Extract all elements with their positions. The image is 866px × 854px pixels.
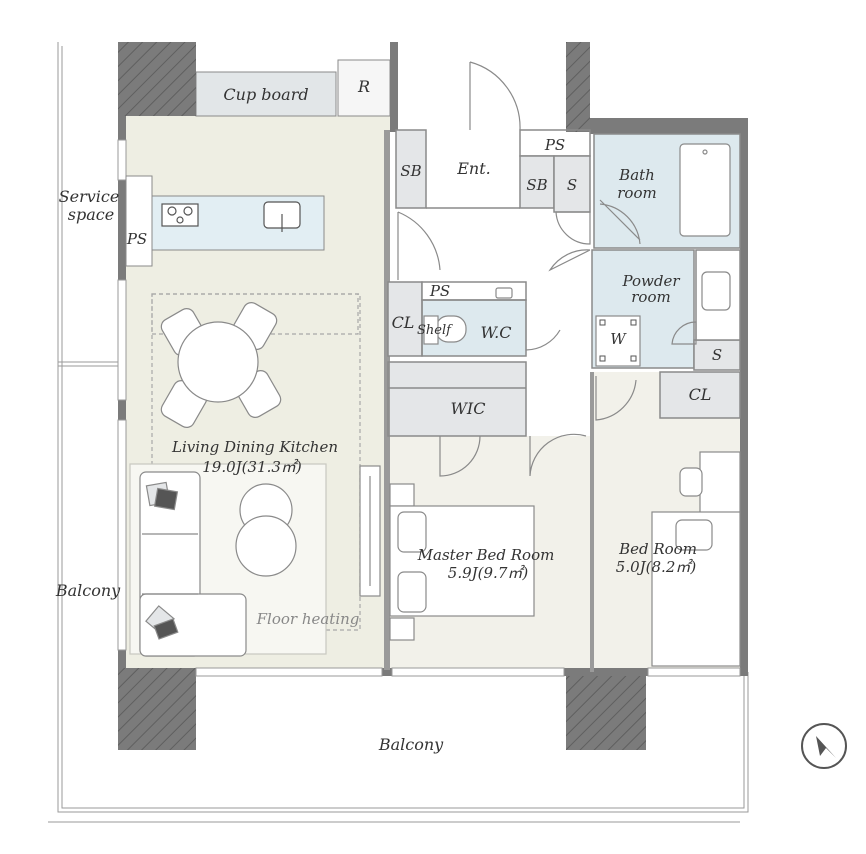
s-powder-label: S bbox=[712, 346, 722, 364]
windows bbox=[117, 139, 741, 677]
ldk-name-label: Living Dining Kitchen bbox=[171, 438, 338, 456]
w-machine-label: W bbox=[610, 330, 627, 348]
s-small-label: S bbox=[567, 176, 577, 194]
column-bottom-left bbox=[118, 668, 196, 750]
bed-size-label: 5.0J(8.2㎡) bbox=[616, 558, 697, 576]
cl-left-label: CL bbox=[392, 313, 415, 332]
labels: Cup board R PS SB Ent. SB S Bath room Se… bbox=[55, 77, 722, 754]
partitions bbox=[387, 129, 741, 437]
cupboard-label: Cup board bbox=[223, 85, 308, 104]
ldk-size-label: 19.0J(31.3㎡) bbox=[202, 458, 302, 476]
washer-icon bbox=[599, 319, 637, 362]
wc-label: W.C bbox=[481, 323, 512, 342]
bath-label-2: room bbox=[617, 184, 656, 202]
master-name-label: Master Bed Room bbox=[417, 546, 555, 564]
fridge-label: R bbox=[357, 77, 370, 96]
dining-set bbox=[151, 293, 361, 631]
wall-top-right bbox=[590, 118, 748, 134]
wall-bed-divider bbox=[590, 372, 594, 672]
wic-label: WIC bbox=[450, 399, 485, 418]
shelf-label: Shelf bbox=[417, 323, 453, 338]
bath-label-1: Bath bbox=[618, 166, 655, 184]
balcony-bottom-label: Balcony bbox=[378, 735, 444, 754]
fridge-area bbox=[337, 59, 391, 117]
floor-heating-label: Floor heating bbox=[256, 610, 360, 628]
entrance-label: Ent. bbox=[456, 159, 491, 178]
cupboard-area bbox=[195, 71, 337, 117]
column-top-right bbox=[566, 42, 590, 132]
doors bbox=[397, 61, 697, 477]
sb-left-label: SB bbox=[400, 162, 421, 180]
sb-right-label: SB bbox=[526, 176, 547, 194]
wall-ldk-right bbox=[384, 130, 390, 670]
lounge-set bbox=[129, 463, 381, 657]
wic-floor bbox=[388, 362, 526, 436]
bed-name-label: Bed Room bbox=[618, 540, 697, 558]
ps-wc-label: PS bbox=[429, 282, 450, 300]
service-label-2: space bbox=[68, 205, 114, 224]
ps-left-label: PS bbox=[126, 230, 147, 248]
cl-right-label: CL bbox=[689, 385, 712, 404]
service-label-1: Service bbox=[59, 187, 120, 206]
powder-label-2: room bbox=[631, 288, 670, 306]
wall-right bbox=[740, 118, 748, 674]
balcony-side-label: Balcony bbox=[55, 581, 121, 600]
balcony-outline bbox=[48, 42, 749, 823]
master-size-label: 5.9J(9.7㎡) bbox=[448, 564, 529, 582]
stove-icon bbox=[161, 203, 199, 227]
powder-label-1: Powder bbox=[621, 272, 680, 290]
column-top-center bbox=[390, 42, 398, 132]
north-arrow-icon bbox=[801, 723, 847, 769]
ps-top-label: PS bbox=[544, 136, 565, 154]
sink-icon bbox=[263, 201, 301, 232]
column-top-left bbox=[118, 42, 196, 116]
kitchen-counter bbox=[125, 175, 325, 267]
column-bottom-right bbox=[566, 668, 646, 750]
